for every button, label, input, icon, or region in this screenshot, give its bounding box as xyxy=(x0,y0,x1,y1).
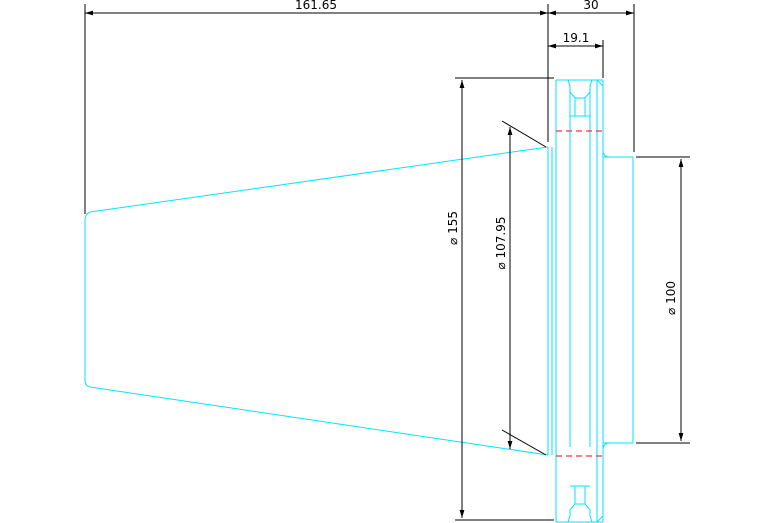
shank-fillet-top xyxy=(602,149,611,158)
dimension-lines xyxy=(84,4,690,521)
dim-text-shank-diameter: ⌀ 100 xyxy=(664,281,678,315)
dim-text-flange: 30 xyxy=(583,0,598,12)
taper-small-end xyxy=(84,211,91,388)
part-outline xyxy=(84,79,634,523)
taper-upper-edge xyxy=(89,146,549,213)
hidden-lines xyxy=(556,130,603,457)
groove-upper xyxy=(567,79,593,99)
groove-lower xyxy=(567,503,593,523)
flange-corner-top xyxy=(596,79,604,87)
shank-fillet-bottom xyxy=(602,442,611,451)
dim-text-groove: 19.1 xyxy=(563,31,590,45)
dim-text-taper-diameter: ⌀ 107.95 xyxy=(494,216,508,269)
taper-lower-edge xyxy=(89,386,549,456)
dim-text-flange-diameter: ⌀ 155 xyxy=(446,211,460,245)
dim-text-overall: 161.65 xyxy=(295,0,337,12)
flange-corner-bottom xyxy=(596,515,604,523)
ext-taper-top xyxy=(501,120,547,148)
